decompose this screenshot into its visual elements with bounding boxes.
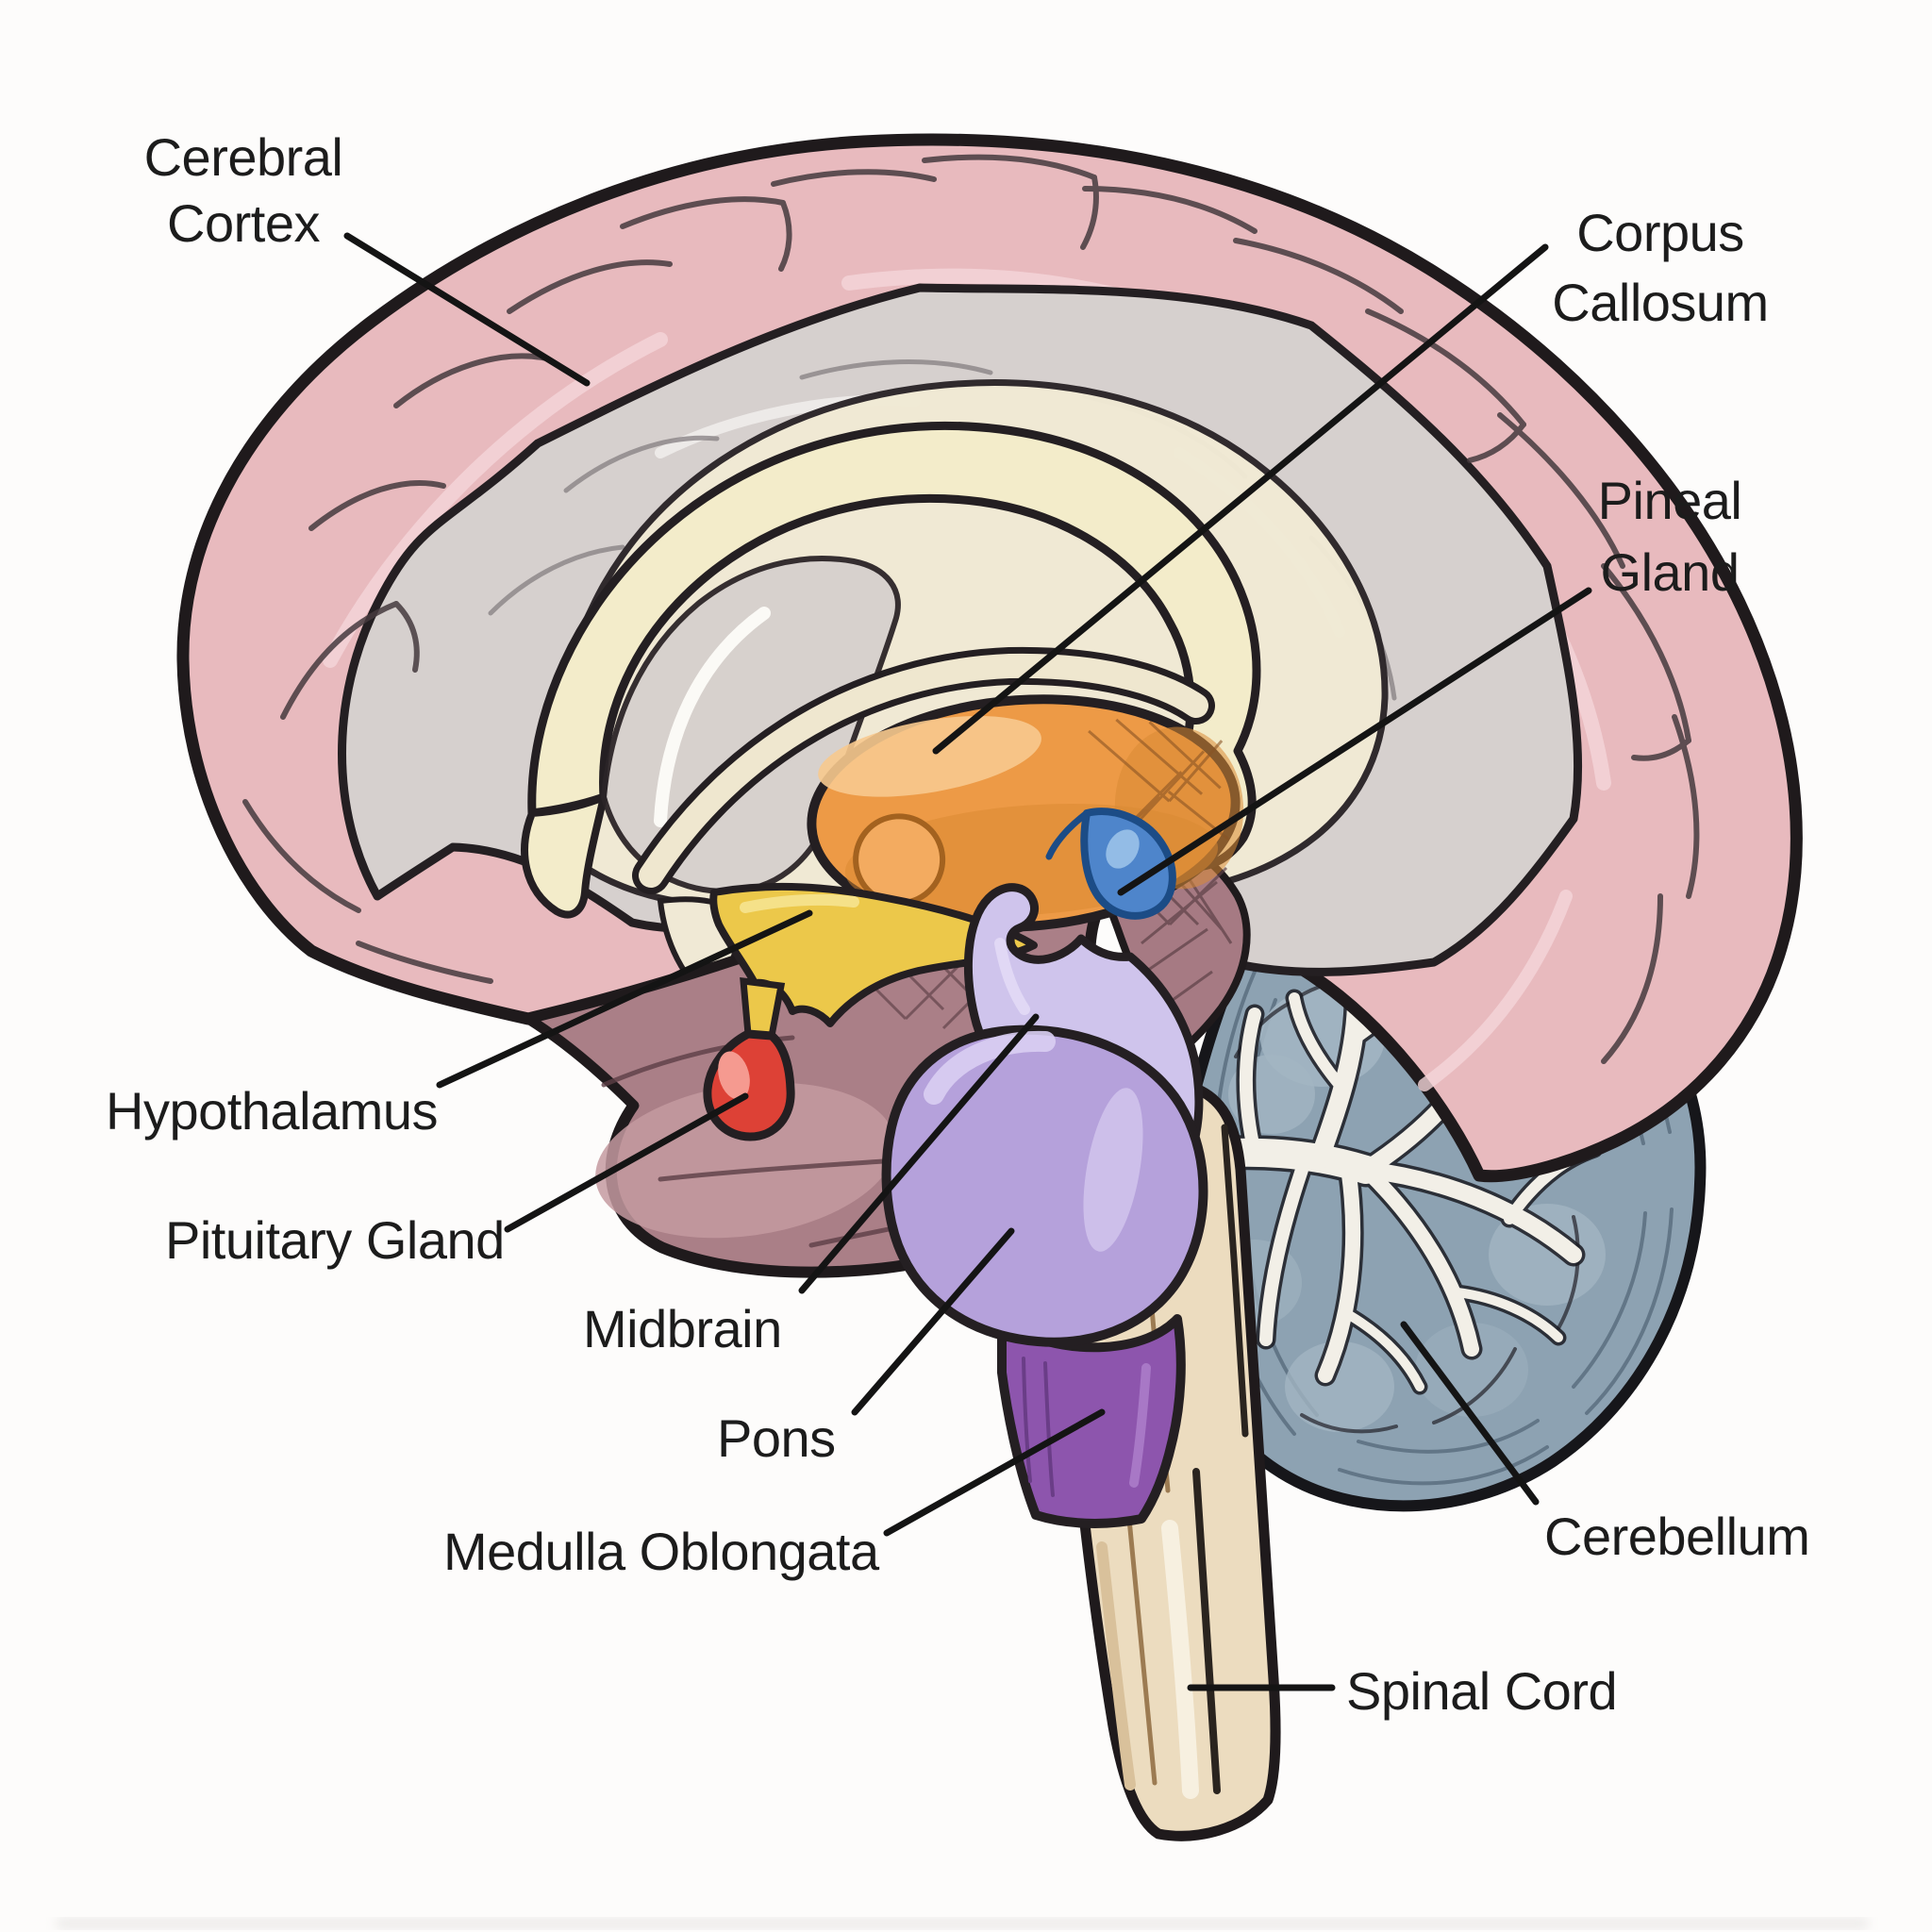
midbrain-label: Midbrain: [583, 1299, 782, 1358]
septum-highlight: [654, 607, 771, 827]
cerebral-cortex-label-line1: Cerebral: [144, 127, 343, 187]
fornix-group: [632, 646, 1215, 894]
label-cerebral-cortex: Cerebral Cortex: [144, 127, 591, 387]
hypothalamus-stalk: [740, 976, 786, 1040]
midbrain-leader-line: [798, 1013, 1040, 1294]
fornix-band: [639, 653, 1208, 888]
corpus-callosum-rostrum: [521, 791, 609, 919]
label-pons: Pons: [717, 1227, 1015, 1468]
cerebellum-leader-line: [1400, 1321, 1540, 1506]
pons-leader-line: [851, 1227, 1015, 1416]
pituitary-gland-label: Pituitary Gland: [165, 1210, 505, 1270]
medulla-oblongata-leader-line: [883, 1408, 1106, 1537]
label-pineal-gland: Pineal Gland: [1117, 471, 1742, 896]
annotations: Cerebral Cortex Corpus Callosum Pineal G…: [106, 127, 1810, 1721]
pineal-gland-label-line2: Gland: [1601, 542, 1740, 602]
label-spinal-cord: Spinal Cord: [1187, 1661, 1618, 1721]
hypothalamus-leader-line: [436, 909, 813, 1089]
medulla-striations: [1022, 1357, 1151, 1497]
pineal-gland-leader-line: [1117, 587, 1592, 896]
cerebellum-label: Cerebellum: [1544, 1507, 1809, 1566]
thalamus-highlight: [818, 715, 1041, 797]
temporal-highlight: [595, 1082, 895, 1239]
pineal-gland-label-line1: Pineal: [1598, 471, 1742, 530]
pons-highlight: [924, 1030, 1056, 1105]
hypothalamus-label: Hypothalamus: [106, 1081, 438, 1141]
label-hypothalamus: Hypothalamus: [106, 909, 813, 1141]
pituitary-gland-leader-line: [504, 1092, 749, 1233]
bottom-edge-artifact: [57, 1919, 1868, 1928]
pineal-group: [1045, 808, 1176, 920]
label-medulla-oblongata: Medulla Oblongata: [443, 1408, 1106, 1581]
cortex-sulci: [242, 154, 1700, 1064]
pineal-highlight: [1106, 829, 1140, 869]
label-midbrain: Midbrain: [583, 1013, 1040, 1358]
label-pituitary-gland: Pituitary Gland: [165, 1092, 749, 1270]
pons-group: [881, 1024, 1208, 1347]
pons-label: Pons: [717, 1408, 836, 1468]
pituitary-group: [703, 1029, 795, 1141]
medulla-oblongata-label: Medulla Oblongata: [443, 1522, 880, 1581]
cerebral-cortex-leader-line: [343, 232, 591, 387]
cerebral-cortex-label-line2: Cortex: [167, 193, 320, 253]
pons-inner-sheen: [1083, 1088, 1143, 1252]
hypothalamus-highlight: [740, 894, 859, 913]
label-cerebellum: Cerebellum: [1400, 1321, 1810, 1566]
spinal-cord-label: Spinal Cord: [1346, 1661, 1617, 1721]
corpus-callosum-leader-line: [932, 243, 1549, 755]
midbrain-highlight: [994, 938, 1030, 1015]
corpus-callosum-label-line2: Callosum: [1552, 273, 1768, 332]
corpus-callosum-label-line1: Corpus: [1576, 203, 1744, 262]
label-corpus-callosum: Corpus Callosum: [932, 203, 1769, 755]
pituitary-highlight: [718, 1051, 750, 1100]
